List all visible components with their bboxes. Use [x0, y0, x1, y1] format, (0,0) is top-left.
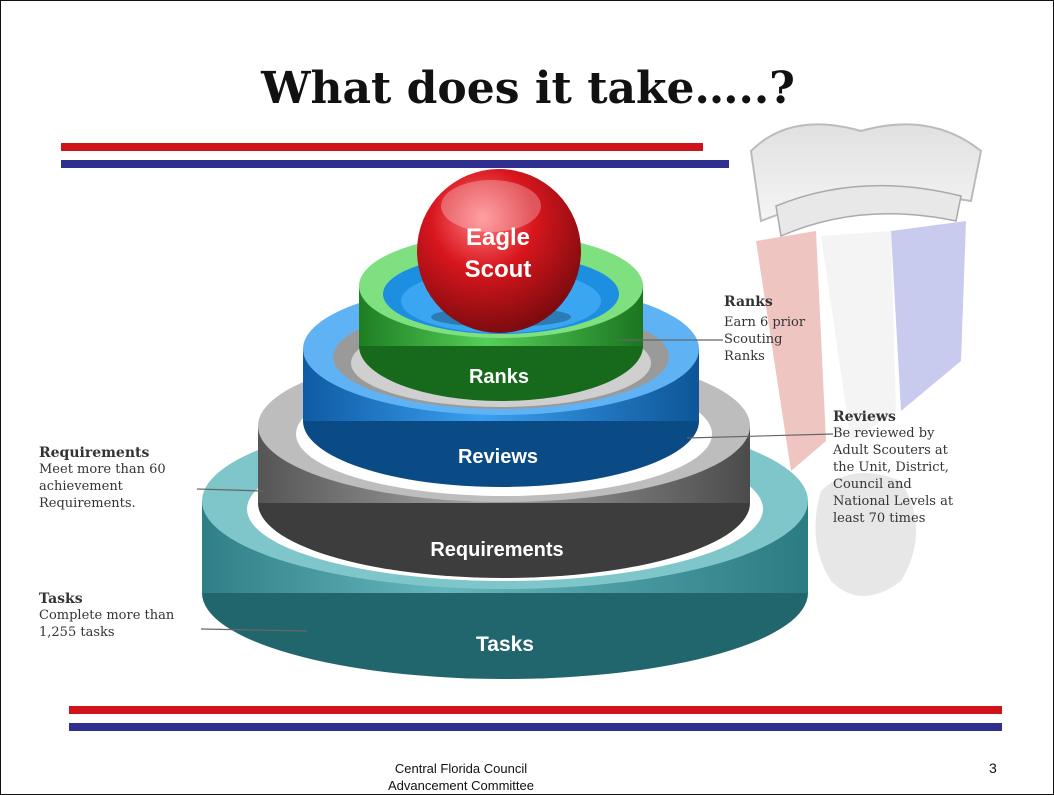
callout-ranks: Ranks Earn 6 prior Scouting Ranks [724, 294, 805, 365]
callout-reviews-heading: Reviews [833, 409, 896, 425]
top-red-rule [61, 143, 703, 151]
callout-requirements: Requirements Meet more than 60 achieveme… [39, 445, 166, 512]
callout-ranks-line: Scouting [724, 332, 783, 347]
leader-line-reviews [686, 433, 834, 439]
eagle-medal-watermark [749, 123, 983, 596]
callout-reviews-line: Council and [833, 477, 912, 492]
footer: Central Florida Council Advancement Comm… [331, 760, 591, 794]
callout-requirements-line: achievement [39, 479, 123, 494]
ring-label-tasks: Tasks [476, 633, 534, 656]
callout-tasks-line: 1,255 tasks [39, 625, 115, 640]
leader-line-tasks [200, 628, 308, 632]
callout-reviews-line: the Unit, District, [833, 460, 949, 475]
callout-reviews-line: National Levels at [833, 494, 954, 509]
callout-ranks-line: Ranks [724, 349, 765, 364]
sphere-label-line2: Scout [465, 256, 532, 283]
callout-requirements-line: Requirements. [39, 496, 136, 511]
callout-reviews-line: Adult Scouters at [833, 443, 948, 458]
callout-ranks-line: Earn 6 prior [724, 315, 806, 330]
leader-line-requirements [196, 488, 264, 492]
callout-tasks-line: Complete more than [39, 608, 175, 623]
sphere-label-line1: Eagle [466, 224, 530, 251]
ring-label-ranks: Ranks [469, 366, 529, 388]
bottom-blue-rule [69, 723, 1002, 731]
callout-reviews: Reviews Be reviewed by Adult Scouters at… [833, 409, 953, 527]
bottom-red-rule [69, 706, 1002, 714]
eagle-scout-sphere: Eagle Scout [417, 169, 581, 333]
footer-line-1: Central Florida Council [394, 761, 528, 776]
callout-ranks-heading: Ranks [724, 294, 773, 310]
callout-tasks: Tasks Complete more than 1,255 tasks [39, 591, 174, 641]
page-number: 3 [989, 760, 997, 776]
ring-label-reviews: Reviews [458, 446, 538, 468]
ring-label-requirements: Requirements [430, 539, 563, 561]
callout-reviews-line: Be reviewed by [833, 426, 935, 441]
footer-line-2: Advancement Committee [388, 778, 534, 793]
top-blue-rule [61, 160, 729, 168]
callout-requirements-heading: Requirements [39, 445, 150, 461]
callout-requirements-line: Meet more than 60 [39, 462, 166, 477]
page-title: What does it take…..? [261, 63, 795, 114]
callout-reviews-line: least 70 times [833, 511, 926, 526]
callout-tasks-heading: Tasks [39, 591, 83, 607]
